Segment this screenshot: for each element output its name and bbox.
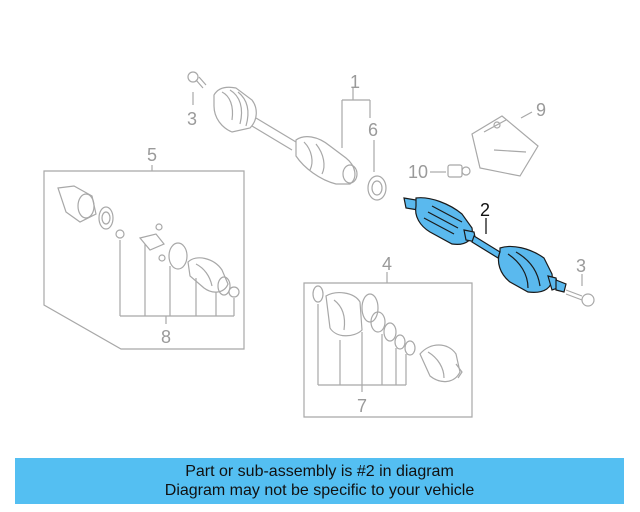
- bracket-part-9: [471, 115, 539, 177]
- callout-6: 6: [368, 120, 378, 140]
- fitting-part-10: [447, 164, 471, 178]
- leader-9: [520, 111, 533, 119]
- callout-9: 9: [536, 100, 546, 120]
- bolt-part-3-right: [565, 289, 595, 307]
- callout-8: 8: [161, 327, 171, 347]
- banner-line-1: Part or sub-assembly is #2 in diagram: [185, 463, 454, 480]
- callout-3-right: 3: [576, 256, 586, 276]
- callout-1: 1: [350, 72, 360, 92]
- axle-shaft-part-1: [213, 86, 358, 185]
- bolt-part-3-upper: [187, 71, 207, 89]
- drive-shaft-assembly-part-2: [403, 197, 567, 293]
- info-banner: Part or sub-assembly is #2 in diagram Di…: [15, 458, 624, 504]
- leader-1: [341, 88, 371, 148]
- callout-4: 4: [382, 254, 392, 274]
- box-part-5: [43, 165, 245, 350]
- callout-2: 2: [480, 200, 490, 220]
- ring-part-6: [367, 175, 387, 201]
- callout-3-upper: 3: [187, 109, 197, 129]
- callout-5: 5: [147, 145, 157, 165]
- box-part-4: [303, 272, 473, 418]
- banner-line-2: Diagram may not be specific to your vehi…: [164, 482, 475, 499]
- parts-diagram: 1 2 3 3 4 5 6 7 8 9 10: [43, 71, 595, 418]
- callout-10: 10: [408, 162, 428, 182]
- callout-7: 7: [357, 396, 367, 416]
